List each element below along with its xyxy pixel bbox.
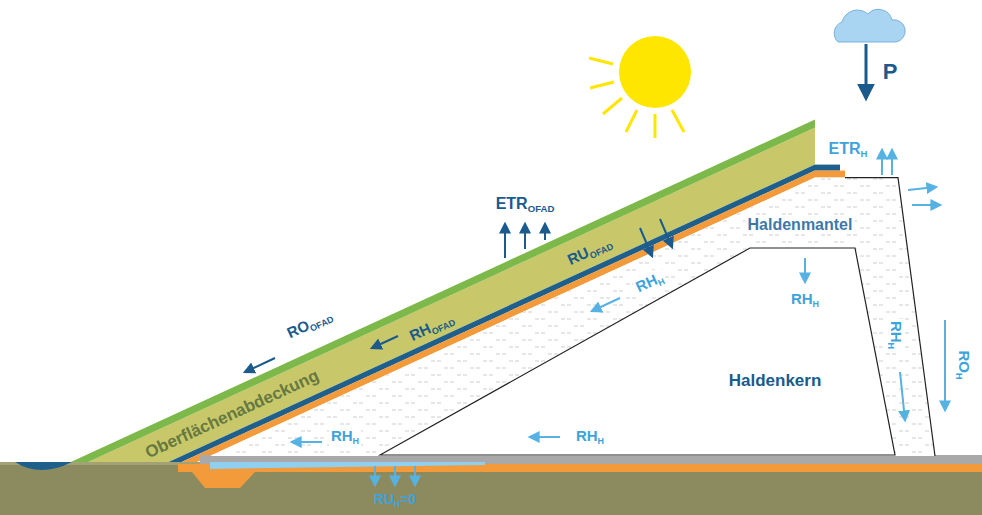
label-text: RH [791,290,813,307]
subscript: H [886,343,896,350]
label-text: ETR [496,195,528,212]
precipitation-label: P [883,61,898,83]
subscript: OFAD [430,317,457,337]
subscript: OFAD [308,314,335,334]
subscript: H [813,299,820,309]
label-text: RO [284,316,312,341]
precipitation-arrow [865,44,868,98]
flow-arrows [292,150,945,485]
subscript: H [394,499,400,509]
label-text: RH [331,427,353,444]
ground [0,462,982,515]
label-text: RU [565,244,592,269]
label-text: RH [576,427,598,444]
interflow-label: RHOFAD [407,310,457,346]
interflow-label: RHH [329,427,361,447]
interflow-label: RHH [789,290,821,310]
subscript: OFAD [528,203,555,214]
label-text: RH [633,271,660,296]
subscript: H [861,148,868,159]
region-label: Haldenkern [727,371,824,390]
heap-core [380,248,895,455]
heap-texture [210,178,935,456]
sun [589,36,691,138]
recharge-label: RUH=0 [374,492,416,508]
subscript: H [954,373,964,380]
subscript: H [353,436,360,446]
label-text: Haldenkern [729,371,822,390]
heap-mantle [210,178,935,456]
runoff-label: ROH [954,351,972,380]
region-label: Haldenmantel [746,216,855,234]
label-text: RH [888,321,905,343]
infiltration-label: RUOFAD [565,234,615,270]
label-text: =0 [400,491,416,507]
cloud [834,9,905,42]
seepage-water [210,462,485,469]
region-label: Oberflächenabdeckung [143,367,322,461]
label-text: RU [374,491,394,507]
label-text: RH [407,320,434,345]
runoff-label: ROOFAD [285,307,336,343]
pond [15,462,72,470]
label-text: ETR [829,140,861,157]
label-text: P [883,59,898,84]
label-text: Haldenmantel [748,216,853,233]
label-text: RO [956,351,973,374]
label-text: Oberflächenabdeckung [142,366,322,462]
flow-arrows [245,219,672,372]
liner-layer [815,171,845,178]
interflow-label: RHH [574,427,606,447]
interflow-label: RHH [631,267,669,299]
subscript: H [598,436,605,446]
interflow-label: RHH [885,319,905,351]
drain-layer [815,165,840,171]
subscript: OFAD [588,241,615,261]
evaporation-label: ETROFAD [496,196,555,214]
evaporation-label: ETRH [829,141,868,159]
